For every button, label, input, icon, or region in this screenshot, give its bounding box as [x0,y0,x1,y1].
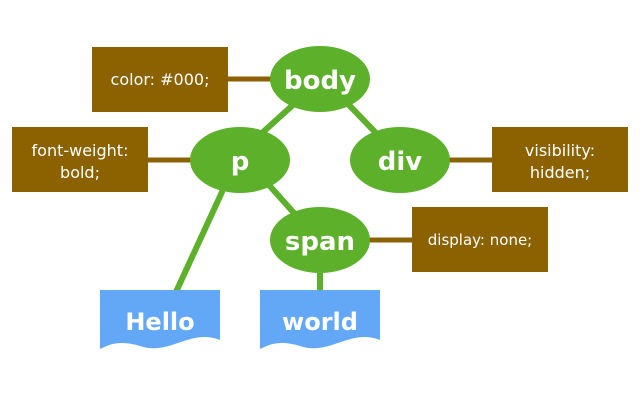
edge-p-hello [173,189,225,295]
element-label-body: body [284,66,356,96]
element-label-span: span [285,227,355,257]
style-text-body: color: #000; [111,70,210,89]
element-label-div: div [378,147,423,177]
element-label-p: p [231,147,250,177]
style-text-p-line2: bold; [60,163,100,182]
style-box-span: display: none; [412,207,548,272]
element-node-span: span [270,207,370,273]
text-label-hello: Hello [125,308,194,336]
style-text-div-line1: visibility: [525,141,595,160]
edge-p-span [265,181,297,216]
style-box-p: font-weight: bold; [12,127,148,192]
edge-body-p [259,101,297,136]
element-node-p: p [190,127,290,193]
text-node-world: world [260,290,380,349]
style-text-p-line1: font-weight: [32,141,129,160]
style-box-body: color: #000; [92,47,228,112]
element-node-div: div [350,127,450,193]
text-node-hello: Hello [100,290,220,349]
element-node-body: body [270,46,370,112]
style-edges [148,76,492,243]
style-text-div-line2: hidden; [530,163,590,182]
style-box-div: visibility: hidden; [492,127,628,192]
edge-body-div [345,101,379,136]
text-label-world: world [282,308,358,336]
style-text-span: display: none; [428,231,532,249]
